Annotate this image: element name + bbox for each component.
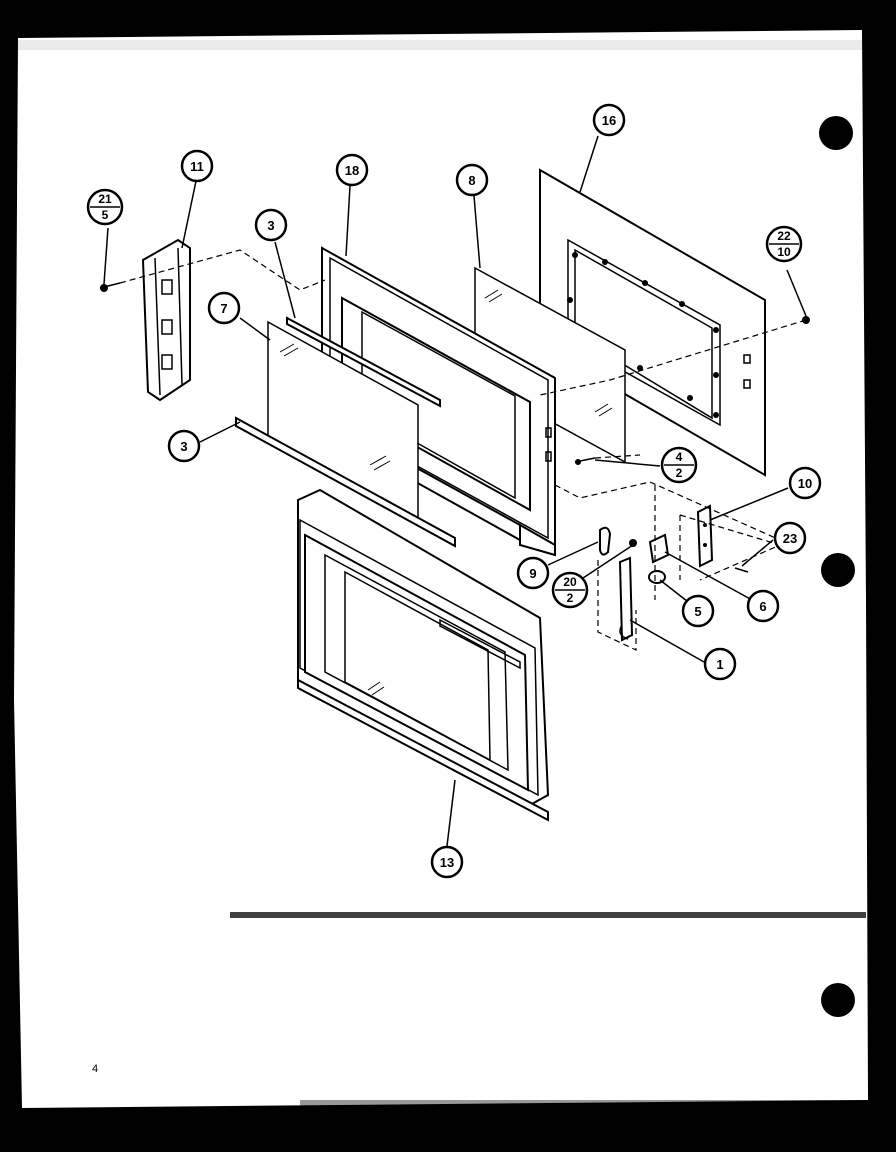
callout-6: 6 bbox=[746, 589, 780, 623]
page-mark: 4 bbox=[92, 1063, 98, 1075]
svg-text:16: 16 bbox=[602, 113, 616, 128]
svg-text:8: 8 bbox=[468, 173, 475, 188]
callout-23: 23 bbox=[773, 521, 807, 555]
scan-band-top bbox=[18, 40, 862, 50]
svg-text:3: 3 bbox=[267, 218, 274, 233]
svg-text:1: 1 bbox=[716, 657, 723, 672]
callout-fraction-4-2: 4 2 bbox=[660, 446, 698, 484]
svg-text:13: 13 bbox=[440, 855, 454, 870]
svg-text:2: 2 bbox=[676, 466, 683, 480]
callout-fraction-20-2: 20 2 bbox=[551, 571, 589, 609]
svg-text:2: 2 bbox=[567, 591, 574, 605]
svg-text:5: 5 bbox=[102, 208, 109, 222]
callout-9: 9 bbox=[516, 556, 550, 590]
part-hinge-11 bbox=[141, 238, 191, 402]
binder-hole-top bbox=[819, 116, 853, 150]
callout-3-lower: 3 bbox=[167, 429, 201, 463]
svg-text:5: 5 bbox=[694, 604, 701, 619]
part-link-1 bbox=[618, 556, 634, 642]
svg-text:9: 9 bbox=[529, 566, 536, 581]
svg-text:7: 7 bbox=[220, 301, 227, 316]
part-hinge-plate-10 bbox=[696, 504, 714, 568]
scan-band-mid bbox=[230, 912, 866, 918]
svg-text:3: 3 bbox=[180, 439, 187, 454]
svg-text:6: 6 bbox=[759, 599, 766, 614]
part-screw-21-5 bbox=[99, 282, 121, 292]
callout-7: 7 bbox=[207, 291, 241, 325]
callout-5: 5 bbox=[681, 594, 715, 628]
callout-3-upper: 3 bbox=[254, 208, 288, 242]
callout-1: 1 bbox=[703, 647, 737, 681]
part-pin-23 bbox=[734, 567, 749, 573]
part-screw-4-2 bbox=[574, 457, 596, 465]
callout-8: 8 bbox=[455, 163, 489, 197]
svg-text:18: 18 bbox=[345, 163, 359, 178]
leader-lines bbox=[103, 135, 807, 847]
svg-text:10: 10 bbox=[777, 245, 791, 259]
scan-band-bottom bbox=[300, 1100, 868, 1108]
callout-fraction-22-10: 22 10 bbox=[765, 225, 803, 263]
svg-text:23: 23 bbox=[783, 531, 797, 546]
binder-hole-bottom bbox=[821, 983, 855, 1017]
svg-text:21: 21 bbox=[98, 192, 112, 206]
svg-text:4: 4 bbox=[676, 450, 683, 464]
callout-10: 10 bbox=[788, 466, 822, 500]
part-outer-frame-13 bbox=[297, 488, 550, 822]
callout-16: 16 bbox=[592, 103, 626, 137]
svg-text:20: 20 bbox=[563, 575, 577, 589]
callout-18: 18 bbox=[335, 153, 369, 187]
callout-fraction-21-5: 21 5 bbox=[86, 188, 124, 226]
binder-hole-middle bbox=[821, 553, 855, 587]
svg-text:22: 22 bbox=[777, 229, 791, 243]
callout-11: 11 bbox=[180, 149, 214, 183]
part-outer-panel-16 bbox=[539, 168, 766, 477]
callout-13: 13 bbox=[430, 845, 464, 879]
part-channel-3-upper bbox=[286, 316, 441, 408]
part-screw-20-2 bbox=[629, 539, 637, 547]
part-latch-spring-9 bbox=[599, 526, 612, 556]
svg-text:10: 10 bbox=[798, 476, 812, 491]
svg-text:11: 11 bbox=[190, 159, 204, 174]
